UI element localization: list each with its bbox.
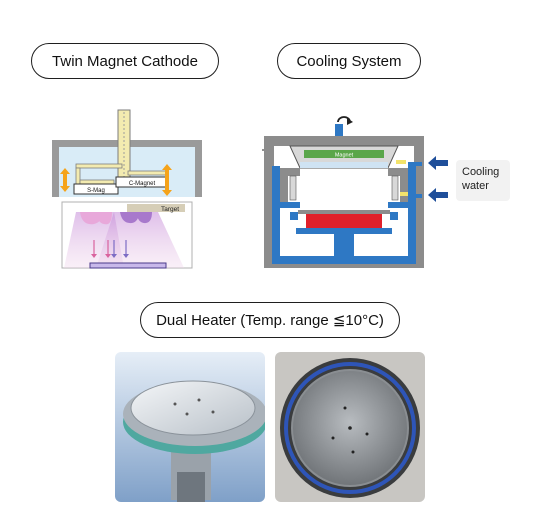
cooling-system-diagram: Magnet bbox=[262, 112, 448, 270]
heater-block bbox=[306, 214, 382, 228]
twin-magnet-title-text: Twin Magnet Cathode bbox=[52, 52, 198, 70]
chamber-right-wall bbox=[195, 140, 202, 197]
s-mag-block bbox=[73, 183, 119, 195]
magnet-label: Magnet bbox=[335, 153, 354, 159]
chamber-lid bbox=[264, 136, 424, 146]
updown-arrow-icon bbox=[60, 164, 172, 196]
target-label: Target bbox=[161, 206, 179, 213]
cooling-system-title-text: Cooling System bbox=[296, 52, 402, 70]
chamber-left-wall bbox=[52, 140, 59, 197]
heater-photo bbox=[275, 352, 425, 502]
heater-3d-render bbox=[115, 352, 265, 502]
twin-magnet-diagram: S-Mag C-Magnet Target bbox=[50, 108, 205, 270]
plasma-purple bbox=[120, 212, 140, 224]
target-plate bbox=[127, 204, 185, 212]
cooling-water-label: Cooling water bbox=[456, 160, 510, 201]
inflow-arrow-icon bbox=[428, 156, 448, 202]
c-magnet-label: C-Magnet bbox=[129, 181, 156, 187]
cooling-system-title: Cooling System bbox=[277, 43, 421, 79]
magnet-bar bbox=[304, 150, 384, 158]
substrate bbox=[89, 262, 167, 269]
twin-magnet-title: Twin Magnet Cathode bbox=[31, 43, 219, 79]
rotation-arrow-icon bbox=[337, 116, 353, 125]
plasma-cone-right bbox=[96, 212, 184, 268]
dual-heater-title: Dual Heater (Temp. range ≦10°C) bbox=[140, 302, 400, 338]
dual-heater-title-text: Dual Heater (Temp. range ≦10°C) bbox=[156, 312, 384, 329]
s-mag-label: S-Mag bbox=[87, 188, 105, 194]
